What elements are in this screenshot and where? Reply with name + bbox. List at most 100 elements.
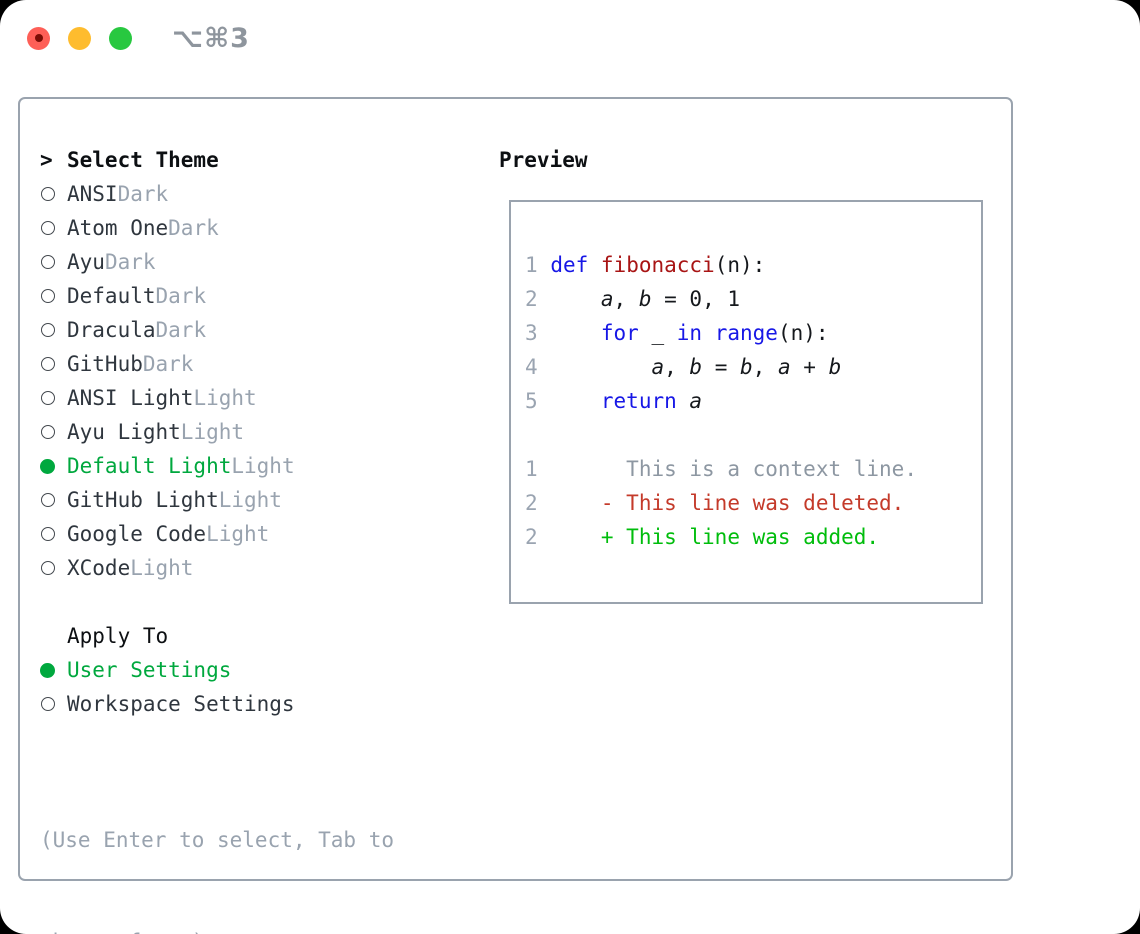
code-token: def xyxy=(550,253,589,277)
code-token: , xyxy=(613,287,639,311)
theme-variant: Light xyxy=(218,488,282,512)
theme-name: Default xyxy=(67,284,156,308)
theme-option[interactable]: Google Code Light xyxy=(40,517,394,551)
select-theme-header-row: > Select Theme xyxy=(40,143,394,177)
theme-name: Default Light xyxy=(67,454,232,478)
radio-selected-icon xyxy=(40,458,67,474)
theme-option[interactable]: Ayu Light Light xyxy=(40,415,394,449)
line-number: 5 xyxy=(525,389,538,413)
theme-variant: Light xyxy=(130,556,194,580)
code-token: return xyxy=(600,389,677,413)
code-token: + This line was added. xyxy=(550,525,880,549)
line-number: 2 xyxy=(525,287,538,311)
unsaved-dot-icon xyxy=(34,34,43,42)
hint-text: (Use Enter to select, Tab to change focu… xyxy=(40,755,394,934)
code-token xyxy=(550,321,601,345)
code-token: _ xyxy=(638,321,677,345)
code-token: , xyxy=(664,355,690,379)
radio-icon xyxy=(40,221,67,235)
code-token: fibonacci xyxy=(600,253,715,277)
radio-icon xyxy=(40,289,67,303)
apply-to-option[interactable]: User Settings xyxy=(40,653,394,687)
theme-name: ANSI xyxy=(67,182,118,206)
code-token: a xyxy=(689,389,703,413)
theme-name: Ayu xyxy=(67,250,105,274)
theme-name: ANSI Light xyxy=(67,386,194,410)
radio-selected-icon xyxy=(40,662,67,678)
theme-option[interactable]: GitHub Dark xyxy=(40,347,394,381)
theme-variant: Dark xyxy=(104,250,156,274)
code-token: a xyxy=(651,355,665,379)
hint-line-1: (Use Enter to select, Tab to xyxy=(40,828,395,852)
line-number: 1 xyxy=(525,253,538,277)
theme-name: GitHub Light xyxy=(67,488,219,512)
code-token: = xyxy=(702,355,741,379)
code-token: (n): xyxy=(714,253,766,277)
close-button[interactable] xyxy=(27,26,50,50)
theme-variant: Dark xyxy=(155,284,207,308)
code-line: 2 - This line was deleted. xyxy=(525,486,969,520)
theme-variant: Dark xyxy=(117,182,169,206)
window-titlebar: ⌥⌘3 xyxy=(0,0,1140,76)
line-number: 2 xyxy=(525,491,538,515)
zoom-button[interactable] xyxy=(109,26,132,50)
radio-icon xyxy=(40,391,67,405)
theme-option[interactable]: Atom One Dark xyxy=(40,211,394,245)
select-theme-header: Select Theme xyxy=(67,148,219,172)
code-token: (n): xyxy=(777,321,829,345)
theme-option[interactable]: GitHub Light Light xyxy=(40,483,394,517)
theme-name: Atom One xyxy=(67,216,169,240)
minimize-button[interactable] xyxy=(68,26,91,50)
apply-to-header: Apply To xyxy=(67,624,169,648)
apply-to-label: Workspace Settings xyxy=(67,692,295,716)
hint-line-2: change focus) xyxy=(40,925,394,934)
code-token xyxy=(677,389,690,413)
code-token: range xyxy=(714,321,778,345)
code-token: b xyxy=(740,355,753,379)
code-line: 4 a, b = b, a + b xyxy=(525,350,969,384)
apply-to-option[interactable]: Workspace Settings xyxy=(40,687,394,721)
theme-option[interactable]: Default Light Light xyxy=(40,449,394,483)
code-token: b xyxy=(689,355,703,379)
theme-name: GitHub xyxy=(67,352,143,376)
line-number: 4 xyxy=(525,355,538,379)
theme-option[interactable]: ANSI Dark xyxy=(40,177,394,211)
theme-variant: Light xyxy=(206,522,270,546)
theme-option[interactable]: ANSI Light Light xyxy=(40,381,394,415)
theme-option[interactable]: Dracula Dark xyxy=(40,313,394,347)
code-token: a xyxy=(600,287,614,311)
code-line: 2 + This line was added. xyxy=(525,520,969,554)
theme-variant: Dark xyxy=(142,352,194,376)
code-token xyxy=(550,355,651,379)
radio-icon xyxy=(40,357,67,371)
code-token xyxy=(550,287,601,311)
code-token: , xyxy=(752,355,778,379)
theme-option[interactable]: XCode Light xyxy=(40,551,394,585)
theme-name: XCode xyxy=(67,556,131,580)
code-line: 3 for _ in range(n): xyxy=(525,316,969,350)
theme-variant: Light xyxy=(193,386,257,410)
radio-icon xyxy=(40,697,67,711)
apply-to-label: User Settings xyxy=(67,658,232,682)
code-token: b xyxy=(638,287,652,311)
code-token: a xyxy=(777,355,791,379)
code-line: 1 def fibonacci(n): xyxy=(525,248,969,282)
radio-icon xyxy=(40,323,67,337)
code-token: b xyxy=(828,355,842,379)
line-number: 3 xyxy=(525,321,538,345)
window-title: ⌥⌘3 xyxy=(172,22,250,54)
theme-variant: Dark xyxy=(168,216,219,240)
radio-icon xyxy=(40,527,67,541)
theme-name: Ayu Light xyxy=(67,420,181,444)
code-token: + xyxy=(790,355,829,379)
code-line: 2 a, b = 0, 1 xyxy=(525,282,969,316)
spacer xyxy=(40,721,394,755)
theme-name: Dracula xyxy=(67,318,156,342)
theme-option[interactable]: Default Dark xyxy=(40,279,394,313)
radio-icon xyxy=(40,493,67,507)
theme-option[interactable]: Ayu Dark xyxy=(40,245,394,279)
